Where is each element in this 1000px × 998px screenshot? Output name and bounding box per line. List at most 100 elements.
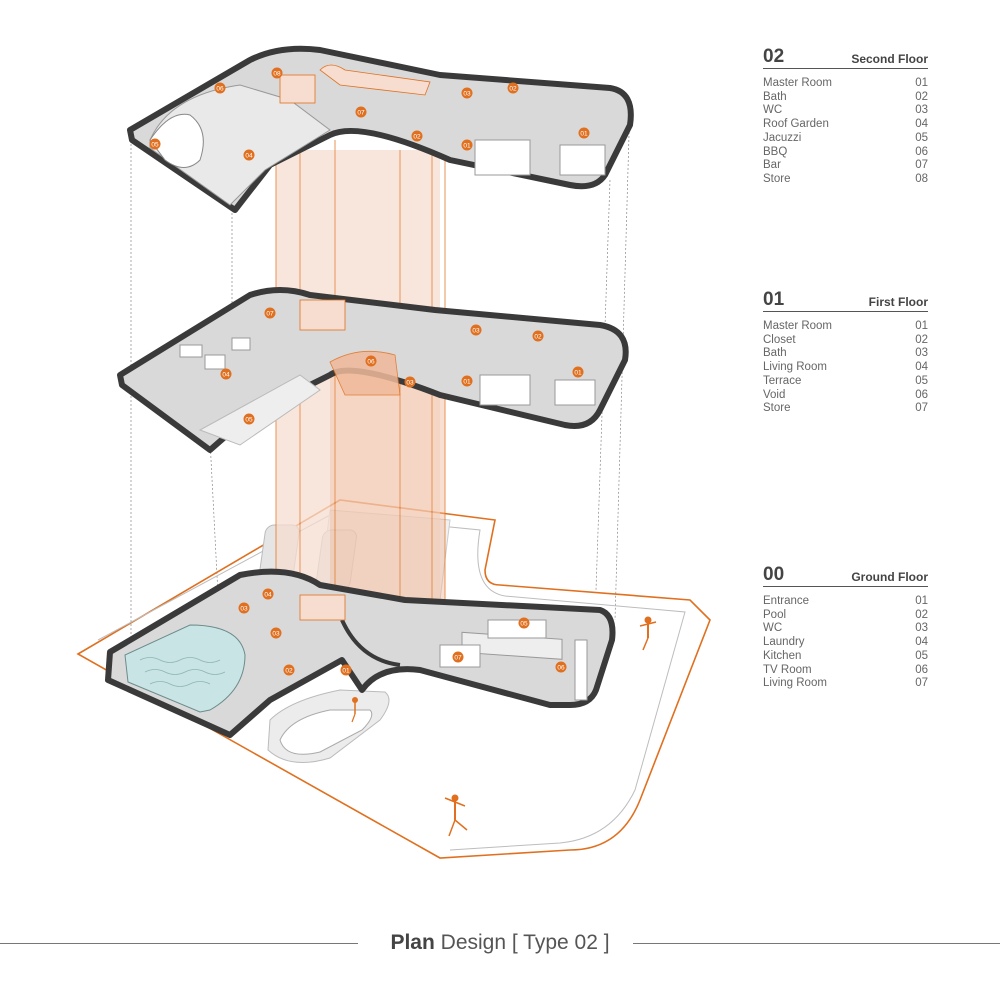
room-marker: 01 [572, 366, 584, 378]
room-marker-label: 03 [463, 90, 471, 97]
room-name: Master Room [763, 77, 833, 89]
room-marker-label: 01 [580, 130, 588, 137]
room-marker: 04 [220, 368, 232, 380]
room-marker-label: 01 [463, 142, 471, 149]
room-name: WC [763, 104, 783, 117]
roof-garden [149, 84, 331, 206]
caption-rest: Design [ Type 02 ] [440, 931, 610, 954]
caption-bold: Plan [390, 931, 435, 954]
room-code: 05 [915, 374, 928, 387]
room-name: Bath [763, 347, 787, 360]
room-marker-label: 06 [216, 85, 224, 92]
caption-rule-right [633, 943, 1000, 944]
room-marker-dot [270, 627, 282, 639]
room-marker: 04 [262, 588, 274, 600]
room-name: Bath [763, 90, 787, 103]
room-marker-dot [518, 617, 530, 629]
room-marker-dot [572, 366, 584, 378]
room-marker: 01 [340, 664, 352, 676]
jacuzzi [149, 113, 204, 168]
room-code: 01 [915, 77, 928, 89]
void-first [329, 350, 401, 396]
room-marker: 03 [470, 324, 482, 336]
room-marker-dot [271, 67, 283, 79]
room-marker: 07 [452, 651, 464, 663]
floor-title: Ground Floor [851, 570, 928, 584]
room-name: Closet [763, 333, 796, 346]
room-marker-label: 05 [520, 620, 528, 627]
floor-title: Second Floor [851, 52, 928, 66]
room-marker-dot [470, 324, 482, 336]
legend-header: 00 Ground Floor [763, 565, 928, 587]
room-code: 06 [915, 663, 928, 676]
room-name: Store [763, 402, 791, 415]
room-marker-dot [238, 602, 250, 614]
person-icon [639, 616, 657, 651]
room-marker-label: 01 [463, 378, 471, 385]
room-code: 06 [915, 145, 928, 158]
floor-number: 02 [763, 46, 785, 67]
room-code: 02 [915, 90, 928, 103]
room-code: 03 [915, 104, 928, 117]
bar-shape [319, 64, 431, 96]
room-marker-label: 07 [357, 109, 365, 116]
human-figures [351, 616, 657, 837]
room-name: Bar [763, 159, 781, 172]
floor-number: 00 [763, 564, 785, 585]
room-marker-dot [243, 413, 255, 425]
room-code: 04 [915, 118, 928, 131]
room-marker-dot [532, 330, 544, 342]
room-marker-label: 04 [245, 152, 253, 159]
floor-number: 01 [763, 289, 785, 310]
legend-row: Bath 02 [763, 91, 928, 105]
pond [279, 709, 373, 755]
room-code: 01 [915, 595, 928, 607]
room-marker-dot [149, 138, 161, 150]
room-code: 01 [915, 320, 928, 332]
room-marker: 03 [404, 376, 416, 388]
room-marker-label: 06 [367, 358, 375, 365]
room-name: Jacuzzi [763, 131, 802, 144]
room-code: 08 [915, 172, 928, 185]
room-marker-label: 03 [272, 630, 280, 637]
room-marker: 05 [518, 617, 530, 629]
room-marker-dot [404, 376, 416, 388]
legend-row: Master Room 01 [763, 77, 928, 91]
legend-row: WC 03 [763, 104, 928, 118]
room-name: Void [763, 388, 786, 401]
room-marker-dot [243, 149, 255, 161]
room-marker-dot [355, 106, 367, 118]
legend-header: 01 First Floor [763, 290, 928, 312]
room-marker: 02 [283, 664, 295, 676]
legend-row: Store 07 [763, 402, 928, 416]
room-marker-dot [578, 127, 590, 139]
room-name: Roof Garden [763, 118, 829, 131]
room-code: 07 [915, 402, 928, 415]
room-name: Kitchen [763, 649, 802, 662]
room-marker-label: 02 [285, 667, 293, 674]
room-code: 07 [915, 677, 928, 690]
room-code: 02 [915, 608, 928, 621]
room-marker-label: 05 [245, 416, 253, 423]
room-marker-dot [461, 139, 473, 151]
room-marker: 04 [243, 149, 255, 161]
room-marker-label: 02 [413, 133, 421, 140]
room-marker-label: 07 [454, 654, 462, 661]
room-marker: 02 [532, 330, 544, 342]
